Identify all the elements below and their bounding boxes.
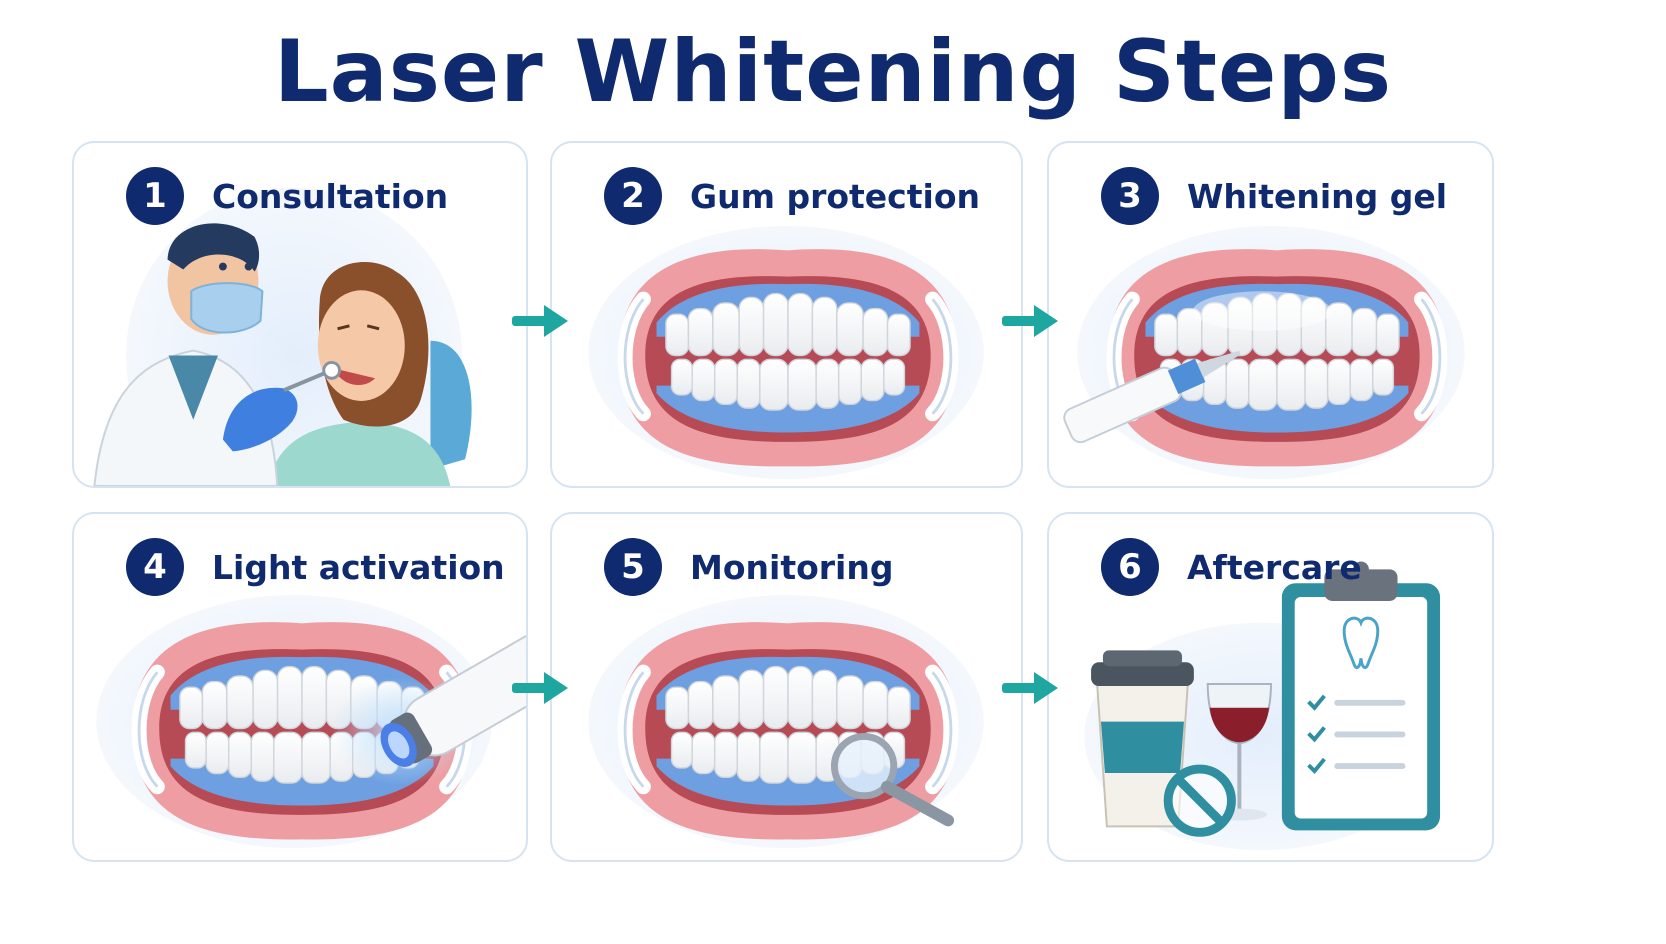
step-card-gum-protection: 2 Gum protection xyxy=(550,141,1023,488)
gel-applicator-illustration xyxy=(1063,226,1465,480)
step-label: Whitening gel xyxy=(1187,176,1448,216)
page-title: Laser Whitening Steps xyxy=(273,22,1393,122)
step-card-consultation: 1 Consultation xyxy=(72,141,528,488)
arrow-right-icon xyxy=(512,305,568,337)
arrow-right-icon xyxy=(1002,672,1058,704)
step-card-monitoring: 5 Monitoring xyxy=(550,512,1023,862)
clipboard-coffee-wine-illustration xyxy=(1084,561,1441,851)
step-label: Gum protection xyxy=(690,176,980,216)
step-label: Monitoring xyxy=(690,547,894,587)
step-card-light-activation: 4 Light activation xyxy=(72,512,528,862)
magnifier-illustration xyxy=(588,595,984,849)
teeth-gum-barrier-illustration xyxy=(588,226,984,480)
step-number-badge: 1 xyxy=(126,167,184,225)
step-number-badge: 4 xyxy=(126,538,184,596)
step-label: Aftercare xyxy=(1187,547,1362,587)
dentist-patient-illustration xyxy=(93,187,472,486)
step-label: Light activation xyxy=(212,547,505,587)
step-number-badge: 6 xyxy=(1101,538,1159,596)
step-number-badge: 5 xyxy=(604,538,662,596)
step-label: Consultation xyxy=(212,176,449,216)
step-card-aftercare: 6 Aftercare xyxy=(1047,512,1494,862)
step-number-badge: 3 xyxy=(1101,167,1159,225)
arrow-right-icon xyxy=(1002,305,1058,337)
laser-light-illustration xyxy=(96,595,526,849)
step-card-whitening-gel: 3 Whitening gel xyxy=(1047,141,1494,488)
arrow-right-icon xyxy=(512,672,568,704)
step-number-badge: 2 xyxy=(604,167,662,225)
